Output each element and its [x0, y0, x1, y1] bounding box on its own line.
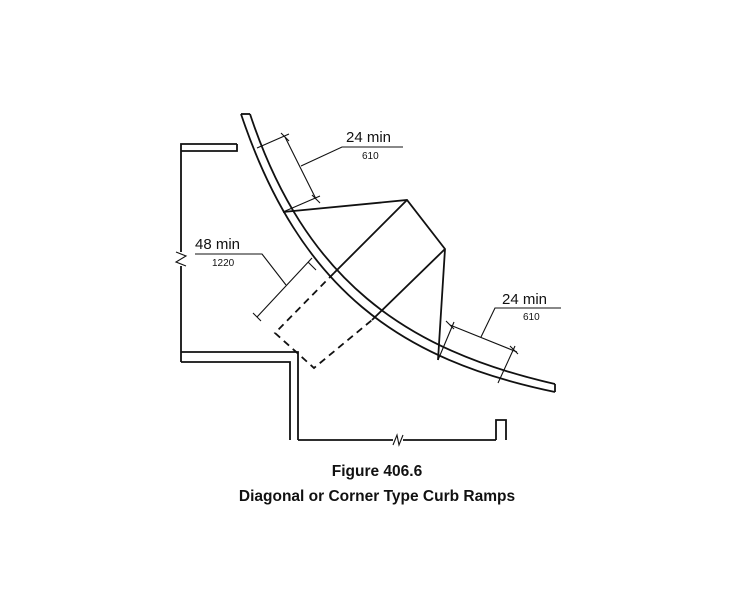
ramp-run-edges — [333, 199, 446, 321]
dim-right-ticks — [445, 320, 519, 355]
curb-inner — [249, 113, 556, 385]
dim-top-metric: 610 — [362, 151, 379, 162]
post-stub — [495, 419, 507, 440]
wall-left — [180, 143, 237, 362]
ramp-flare-outline — [282, 199, 446, 361]
dim-landing-metric: 1220 — [212, 258, 235, 269]
wall-lower — [181, 351, 299, 440]
landing-outline — [273, 272, 373, 370]
dim-top-flare: 24 min 610 — [256, 129, 403, 213]
dim-landing-line — [256, 257, 313, 318]
dim-landing: 48 min 1220 — [195, 236, 317, 322]
dim-right-leader — [480, 307, 561, 338]
figure-number: Figure 406.6 — [332, 463, 423, 480]
dim-landing-ticks — [252, 261, 317, 322]
dim-top-ticks — [280, 132, 321, 204]
dim-landing-value: 48 min — [195, 236, 240, 253]
figure-title: Diagonal or Corner Type Curb Ramps — [239, 488, 515, 505]
break-mark-bottom — [392, 433, 404, 447]
break-mark-left — [174, 251, 188, 267]
dim-right-value: 24 min — [502, 291, 547, 308]
dim-right-flare: 24 min 610 — [437, 291, 561, 384]
dim-landing-leader — [195, 253, 287, 286]
curb-line — [240, 113, 556, 393]
dim-top-extension-lines — [256, 133, 321, 213]
building-outline — [174, 143, 507, 447]
curb-outer — [240, 113, 556, 393]
dim-right-extension-lines — [437, 321, 518, 384]
wall-top-cap — [181, 144, 238, 152]
curb-ramp — [273, 199, 446, 370]
dim-top-value: 24 min — [346, 129, 391, 146]
dim-top-leader — [300, 146, 403, 167]
dim-right-metric: 610 — [523, 312, 540, 323]
